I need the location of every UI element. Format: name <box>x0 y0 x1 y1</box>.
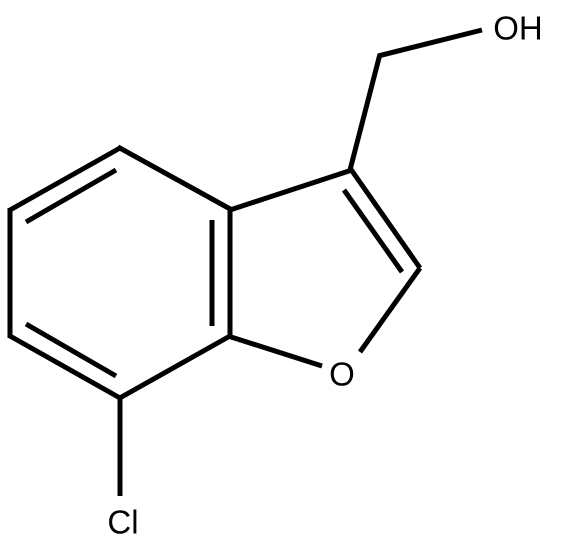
bond-c2-o1 <box>357 266 423 354</box>
atom-label-cl: Cl <box>107 504 138 541</box>
bond-c6-c7 <box>8 333 122 401</box>
bond-c3a-c3 <box>229 167 353 213</box>
atom-label-oh: OH <box>493 10 543 47</box>
bond-ch2-oh <box>377 27 483 59</box>
bond-o1-c7a <box>227 333 323 369</box>
bond-c3-ch2 <box>347 53 383 171</box>
atom-label-o: O <box>329 356 355 393</box>
bond-c3a-c4 <box>116 144 234 213</box>
bond-c3-c2-inner <box>341 188 405 274</box>
bond-c7-c7a <box>116 333 232 402</box>
bond-c6-c7-inner <box>24 321 118 379</box>
bond-c4-c5 <box>8 145 122 213</box>
bond-c4-c5-inner <box>24 167 118 225</box>
bond-c3-c2 <box>347 166 423 270</box>
